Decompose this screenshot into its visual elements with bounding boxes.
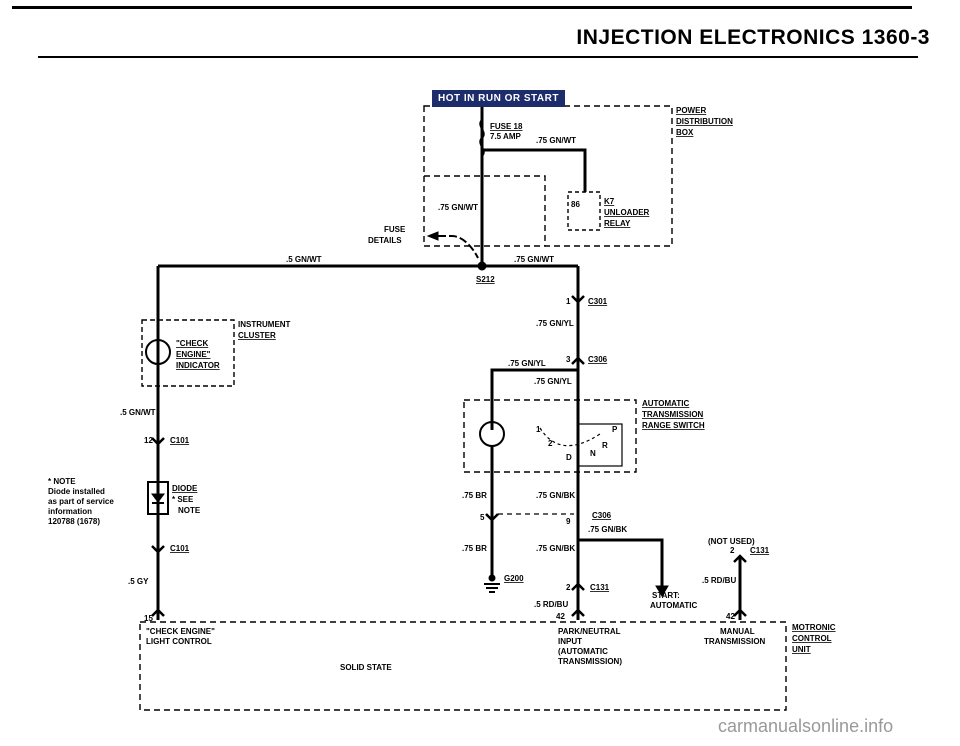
- label-sw-n: N: [590, 449, 596, 458]
- label-gnwt-l2: .5 GN/WT: [120, 408, 156, 417]
- label-k7c: RELAY: [604, 219, 631, 228]
- label-gnbk1: .75 GN/BK: [536, 491, 575, 500]
- label-c131-top-pin: 2: [730, 546, 735, 555]
- label-s212: S212: [476, 275, 495, 284]
- label-check: "CHECK: [176, 339, 208, 348]
- label-sw-1: 1: [536, 425, 541, 434]
- label-sw-r: R: [602, 441, 608, 450]
- label-lc2: LIGHT CONTROL: [146, 637, 212, 646]
- label-noteb: NOTE: [178, 506, 201, 515]
- label-c301: C301: [588, 297, 608, 306]
- header-rule-top: [12, 6, 912, 9]
- label-gy: .5 GY: [128, 577, 149, 586]
- label-g200: G200: [504, 574, 524, 583]
- auto-trans-range-switch-box: [463, 399, 637, 473]
- label-fuse-details-1: FUSE: [384, 225, 406, 234]
- label-mc2: CONTROL: [792, 634, 832, 643]
- header-rule-bottom: [38, 56, 918, 58]
- label-pdb3: BOX: [676, 128, 694, 137]
- label-pn1: PARK/NEUTRAL: [558, 627, 621, 636]
- label-pn2: INPUT: [558, 637, 582, 646]
- label-mt1: MANUAL: [720, 627, 755, 636]
- label-note2: Diode installed: [48, 487, 105, 496]
- label-lc1: "CHECK ENGINE": [146, 627, 215, 636]
- label-fuse: FUSE 18: [490, 122, 523, 131]
- label-transmission: TRANSMISSION: [642, 410, 704, 419]
- label-instrument: INSTRUMENT: [238, 320, 291, 329]
- label-gnwt-top: .75 GN/WT: [536, 136, 576, 145]
- label-fuse-details-2: DETAILS: [368, 236, 402, 245]
- label-c131-top: C131: [750, 546, 770, 555]
- label-indicator: INDICATOR: [176, 361, 220, 370]
- label-gnyl3: .75 GN/YL: [534, 377, 572, 386]
- label-sw-p: P: [612, 425, 618, 434]
- label-pin42b: 42: [726, 612, 735, 621]
- motronic-control-unit-box: [139, 621, 787, 711]
- label-fuse-amp: 7.5 AMP: [490, 132, 521, 141]
- page-title: INJECTION ELECTRONICS 1360-3: [576, 26, 930, 49]
- label-cluster: CLUSTER: [238, 331, 276, 340]
- label-c101-pin: 12: [144, 436, 153, 445]
- label-pin15: 15: [144, 614, 153, 623]
- label-sw-d: D: [566, 453, 572, 462]
- label-note4: information: [48, 507, 92, 516]
- label-rdbu1: .5 RD/BU: [702, 576, 736, 585]
- label-engine: ENGINE": [176, 350, 211, 359]
- label-gnwt75: .75 GN/WT: [514, 255, 554, 264]
- check-engine-bulb-icon: [145, 339, 171, 365]
- label-c101: C101: [170, 436, 190, 445]
- label-range-switch: RANGE SWITCH: [642, 421, 705, 430]
- label-c301-pin: 1: [566, 297, 571, 306]
- label-mc1: MOTRONIC: [792, 623, 836, 632]
- label-gnyl2: .75 GN/YL: [508, 359, 546, 368]
- label-gnbk2: .75 GN/BK: [588, 525, 627, 534]
- label-mt2: TRANSMISSION: [704, 637, 766, 646]
- label-not-used: (NOT USED): [708, 537, 755, 546]
- label-c306b: C306: [592, 511, 612, 520]
- label-note3: as part of service: [48, 497, 114, 506]
- label-pin9: 9: [566, 517, 571, 526]
- label-mc3: UNIT: [792, 645, 811, 654]
- watermark: carmanualsonline.info: [718, 716, 894, 736]
- label-pdb1: POWER: [676, 106, 706, 115]
- label-see: * SEE: [172, 495, 194, 504]
- hot-in-run-badge: HOT IN RUN OR START: [432, 90, 565, 107]
- label-pin5: 5: [480, 513, 485, 522]
- label-note1: * NOTE: [48, 477, 76, 486]
- label-gnwt-left: .75 GN/WT: [438, 203, 478, 212]
- label-automatic: AUTOMATIC: [642, 399, 689, 408]
- label-c131-pin: 2: [566, 583, 571, 592]
- label-diode: DIODE: [172, 484, 198, 493]
- label-c306: C306: [588, 355, 608, 364]
- diode-box: [147, 481, 169, 515]
- label-start1: START:: [652, 591, 680, 600]
- label-gnbk3: .75 GN/BK: [536, 544, 575, 553]
- label-note5: 120788 (1678): [48, 517, 100, 526]
- label-start2: AUTOMATIC: [650, 601, 697, 610]
- label-relay-pin: 86: [571, 200, 580, 209]
- label-c101b: C101: [170, 544, 190, 553]
- k7-relay-box: [567, 191, 601, 231]
- power-distribution-box: [423, 105, 673, 247]
- label-br1: .75 BR: [462, 491, 487, 500]
- splice-s212: [477, 261, 487, 271]
- label-pdb2: DISTRIBUTION: [676, 117, 733, 126]
- label-c306-pin: 3: [566, 355, 571, 364]
- label-sw-2: 2: [548, 439, 553, 448]
- label-pin42a: 42: [556, 612, 565, 621]
- label-gnwt5: .5 GN/WT: [286, 255, 322, 264]
- instrument-cluster-box: [141, 319, 235, 387]
- label-c131: C131: [590, 583, 610, 592]
- label-k7b: UNLOADER: [604, 208, 650, 217]
- page-header: INJECTION ELECTRONICS 1360-3: [0, 0, 960, 60]
- label-gnyl1: .75 GN/YL: [536, 319, 574, 328]
- label-pn4: TRANSMISSION): [558, 657, 622, 666]
- label-br2: .75 BR: [462, 544, 487, 553]
- label-pn3: (AUTOMATIC: [558, 647, 608, 656]
- label-solid-state: SOLID STATE: [340, 663, 392, 672]
- label-rdbu2: .5 RD/BU: [534, 600, 568, 609]
- label-k7: K7: [604, 197, 615, 206]
